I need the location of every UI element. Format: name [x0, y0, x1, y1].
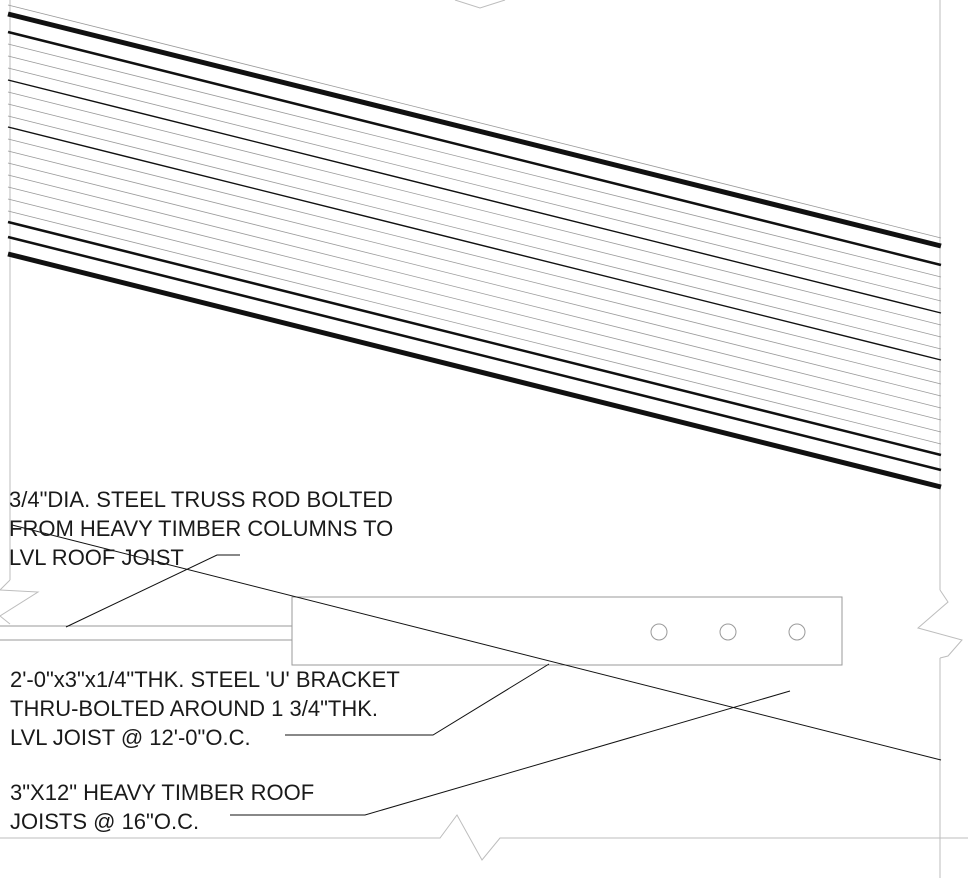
roof-hatch-line: [7, 210, 942, 445]
roof-hatch-line: [7, 55, 942, 290]
roof-line: [7, 11, 942, 249]
roof-hatch-line: [7, 103, 942, 338]
leader-lines: [65, 554, 791, 816]
bolt-hole-icon: [650, 623, 668, 641]
roof-line: [7, 220, 942, 457]
roof-hatch-line: [7, 43, 942, 278]
note-line: LVL ROOF JOIST: [9, 545, 184, 570]
note-line: LVL JOIST @ 12'-0"O.C.: [10, 725, 251, 750]
roof-line: [7, 79, 942, 314]
truss-rod-note: 3/4"DIA. STEEL TRUSS ROD BOLTED FROM HEA…: [9, 485, 393, 572]
u-bracket-leader: [285, 663, 550, 736]
roof-hatch-line: [7, 91, 942, 326]
roof-hatch-line: [7, 4, 942, 239]
roof-hatch-line: [7, 174, 942, 409]
roof-hatch-line: [7, 198, 942, 433]
bolt-hole-icon: [788, 623, 806, 641]
truss-rod-leader: [65, 554, 240, 628]
roof-line: [7, 126, 942, 361]
roof-joist-note: 3"X12" HEAVY TIMBER ROOF JOISTS @ 16"O.C…: [10, 778, 314, 836]
roof-line: [7, 251, 942, 490]
steel-truss-rod: [11, 524, 942, 761]
roof-section-thin-lines: [7, 4, 942, 445]
bolt-hole-icon: [719, 623, 737, 641]
note-line: 3/4"DIA. STEEL TRUSS ROD BOLTED: [9, 487, 393, 512]
roof-hatch-line: [7, 162, 942, 397]
roof-line: [7, 30, 942, 267]
roof-hatch-line: [7, 150, 942, 385]
roof-hatch-line: [7, 115, 942, 350]
right-break-mark: [916, 589, 963, 659]
left-break-mark: [0, 579, 40, 625]
note-line: 2'-0"x3"x1/4"THK. STEEL 'U' BRACKET: [10, 667, 400, 692]
roof-hatch-line: [7, 186, 942, 421]
note-line: 3"X12" HEAVY TIMBER ROOF: [10, 780, 315, 805]
roof-line: [7, 235, 942, 472]
roof-hatch-line: [7, 138, 942, 373]
bottom-break-line: [0, 814, 968, 861]
u-bracket-note: 2'-0"x3"x1/4"THK. STEEL 'U' BRACKET THRU…: [10, 665, 400, 752]
lvl-joist-assembly: [0, 596, 843, 666]
roof-joist-leader: [230, 690, 791, 816]
roof-hatch-line: [7, 67, 942, 302]
note-line: FROM HEAVY TIMBER COLUMNS TO: [9, 516, 394, 541]
note-line: JOISTS @ 16"O.C.: [10, 809, 200, 834]
note-line: THRU-BOLTED AROUND 1 3/4"THK.: [10, 696, 379, 721]
top-break-mark: [454, 0, 506, 9]
steel-u-bracket: [291, 596, 843, 666]
roof-section-heavy-lines: [7, 11, 942, 490]
